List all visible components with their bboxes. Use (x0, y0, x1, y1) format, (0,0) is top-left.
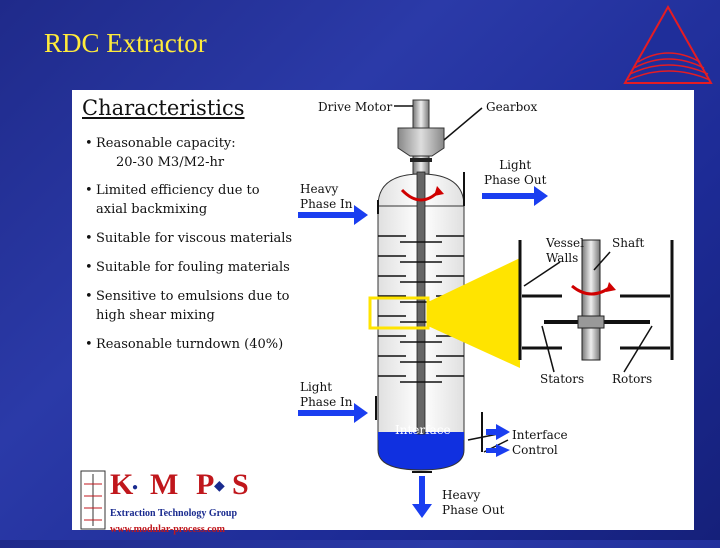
light-phase-out-arrow-icon (482, 186, 548, 206)
bullet-fouling: • Suitable for fouling materials (85, 260, 290, 275)
pointer-lines (394, 105, 653, 453)
rdc-column-diagram (298, 99, 674, 518)
column-internals (378, 235, 464, 383)
bullet-efficiency: • Limited efficiency due to axial backmi… (85, 183, 260, 217)
light-phase-in-label: Light Phase In (300, 380, 353, 409)
logo-letter-k: K (110, 468, 134, 501)
zoom-wedge (428, 258, 520, 368)
interface-control-arrow-icon (486, 424, 510, 440)
gearbox-icon (397, 127, 445, 157)
stators-label: Stators (540, 372, 585, 386)
drive-motor-label: Drive Motor (318, 100, 393, 114)
logo-letter-p: P (196, 468, 215, 501)
zoom-detail (518, 239, 674, 361)
characteristics-heading: Characteristics (82, 96, 245, 120)
shaft-label: Shaft (612, 236, 645, 250)
bullet-emulsions: • Sensitive to emulsions due to high she… (85, 289, 290, 323)
logo-letter-s: S (232, 468, 249, 501)
bullet-viscous: • Suitable for viscous materials (85, 231, 293, 246)
company-logo: K ● M P ◆ S Extraction Technology Group … (80, 468, 276, 548)
heavy-phase-in-label: Heavy Phase In (300, 182, 353, 211)
company-name: Extraction Technology Group (110, 508, 238, 519)
gearbox-label: Gearbox (486, 100, 538, 114)
interface-control-label: Interface Control (512, 428, 568, 457)
bullet-turndown: • Reasonable turndown (40%) (85, 337, 284, 352)
motor-shaft (412, 99, 430, 131)
heavy-phase-in-arrow-icon (298, 205, 368, 225)
flow-arrows (298, 186, 548, 518)
heavy-phase-zone (377, 437, 465, 471)
logo-letter-m: M (150, 468, 179, 501)
light-phase-out-label: Light Phase Out (484, 158, 547, 187)
column-shaft (416, 171, 426, 435)
nozzles (375, 172, 483, 473)
triangle-logo-icon (623, 4, 713, 84)
light-phase-in-arrow-icon (298, 403, 368, 423)
interface-control-arrow2-icon (486, 444, 510, 457)
column-schematic-icon (80, 470, 106, 530)
vessel-walls-label: Vessel Walls (546, 236, 584, 265)
company-url: www.modular-process.com (110, 524, 225, 535)
heavy-phase-out-arrow-icon (412, 476, 432, 518)
content-panel: Characteristics • Reasonable capacity: 2… (72, 90, 694, 535)
slide-title: RDC Extractor (44, 28, 207, 58)
interface-label: Interface (395, 423, 451, 437)
bullet-capacity: • Reasonable capacity: 20-30 M3/M2-hr (85, 136, 236, 170)
rotors-label: Rotors (612, 372, 653, 386)
heavy-phase-out-label: Heavy Phase Out (442, 488, 505, 517)
